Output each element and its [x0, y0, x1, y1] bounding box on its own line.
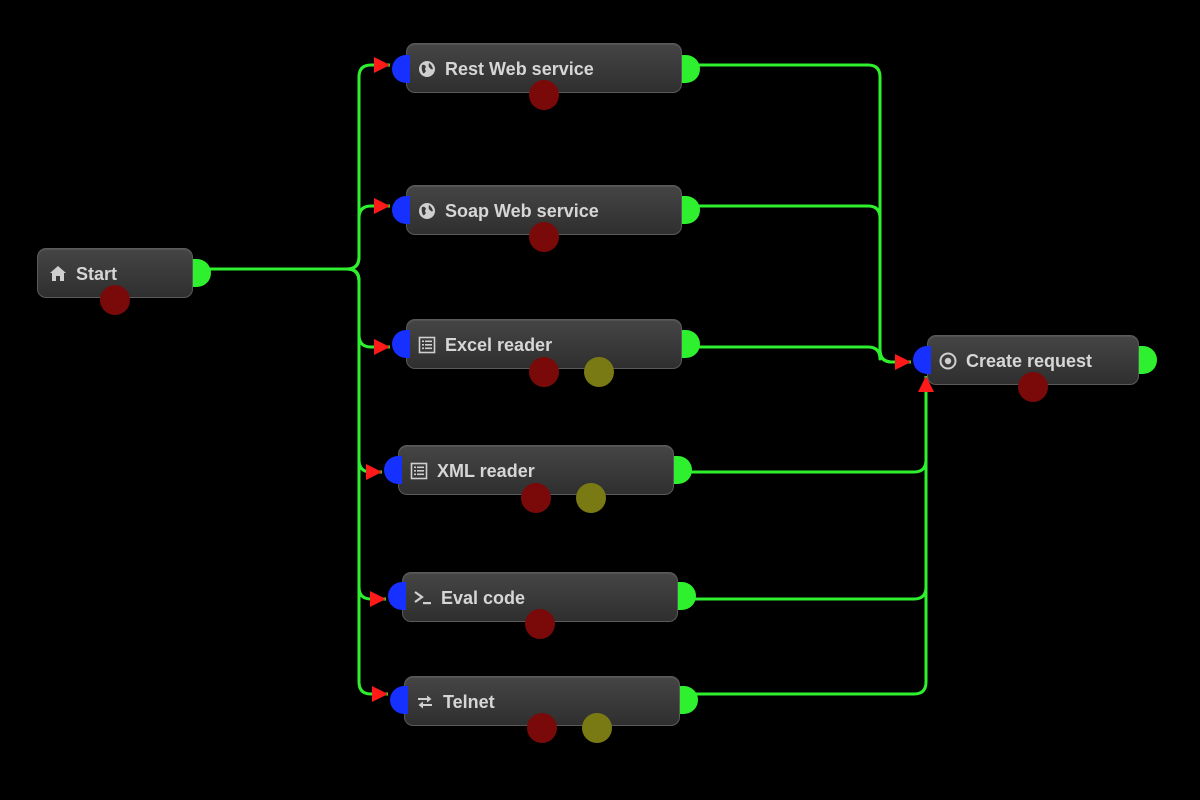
node-label: Excel reader: [445, 334, 553, 355]
node-label: Telnet: [443, 691, 495, 712]
document-list-icon: [417, 335, 437, 355]
arrowhead-telnet: [372, 686, 388, 702]
excel-output-port[interactable]: [682, 330, 700, 358]
soap-error-port[interactable]: [529, 222, 559, 252]
arrowhead-xml: [366, 464, 382, 480]
soap-output-port[interactable]: [682, 196, 700, 224]
edge-start-to-rest: [208, 63, 390, 271]
arrows-exchange-icon: [415, 692, 435, 712]
telnet-output-port[interactable]: [680, 686, 698, 714]
excel-secondary-port[interactable]: [584, 357, 614, 387]
node-label: Create request: [966, 350, 1093, 371]
xml-error-port[interactable]: [521, 483, 551, 513]
edge-telnet-to-create: [695, 376, 928, 696]
eval-input-port[interactable]: [388, 582, 406, 610]
arrowhead-soap: [374, 198, 390, 214]
arrowhead-eval: [370, 591, 386, 607]
node-label: Rest Web service: [445, 58, 594, 79]
arrowhead-create-left: [895, 354, 911, 370]
node-label: XML reader: [437, 460, 535, 481]
edge-start-to-soap: [208, 204, 390, 271]
start-output-port[interactable]: [193, 259, 211, 287]
edge-excel-to-create: [697, 345, 911, 364]
eval-output-port[interactable]: [678, 582, 696, 610]
rest-output-port[interactable]: [682, 55, 700, 83]
globe-icon: [417, 59, 437, 79]
arrowhead-create-bottom: [918, 376, 934, 392]
rest-error-port[interactable]: [529, 80, 559, 110]
node-excel-reader[interactable]: Excel reader: [406, 319, 682, 369]
telnet-error-port[interactable]: [527, 713, 557, 743]
create-output-port[interactable]: [1139, 346, 1157, 374]
edge-start-to-telnet: [208, 267, 388, 696]
edges-layer: [208, 63, 928, 696]
node-label: Soap Web service: [445, 200, 599, 221]
rest-input-port[interactable]: [392, 55, 410, 83]
globe-icon: [417, 201, 437, 221]
xml-output-port[interactable]: [674, 456, 692, 484]
edge-start-to-excel: [208, 267, 390, 349]
telnet-secondary-port[interactable]: [582, 713, 612, 743]
node-label: Start: [76, 263, 118, 284]
edge-soap-to-create: [697, 204, 911, 364]
document-list-icon: [409, 461, 429, 481]
xml-input-port[interactable]: [384, 456, 402, 484]
xml-secondary-port[interactable]: [576, 483, 606, 513]
terminal-icon: [413, 588, 433, 608]
soap-input-port[interactable]: [392, 196, 410, 224]
arrows-layer: [366, 57, 934, 702]
radio-target-icon: [938, 351, 958, 371]
create-input-port[interactable]: [913, 346, 931, 374]
eval-error-port[interactable]: [525, 609, 555, 639]
start-error-port[interactable]: [100, 285, 130, 315]
node-label: Eval code: [441, 587, 526, 608]
arrowhead-excel: [374, 339, 390, 355]
edge-start-to-xml: [208, 267, 382, 474]
home-icon: [48, 264, 68, 284]
create-error-port[interactable]: [1018, 372, 1048, 402]
arrowhead-rest: [374, 57, 390, 73]
excel-error-port[interactable]: [529, 357, 559, 387]
telnet-input-port[interactable]: [390, 686, 408, 714]
edge-xml-to-create: [689, 376, 928, 474]
edge-eval-to-create: [693, 376, 928, 601]
excel-input-port[interactable]: [392, 330, 410, 358]
